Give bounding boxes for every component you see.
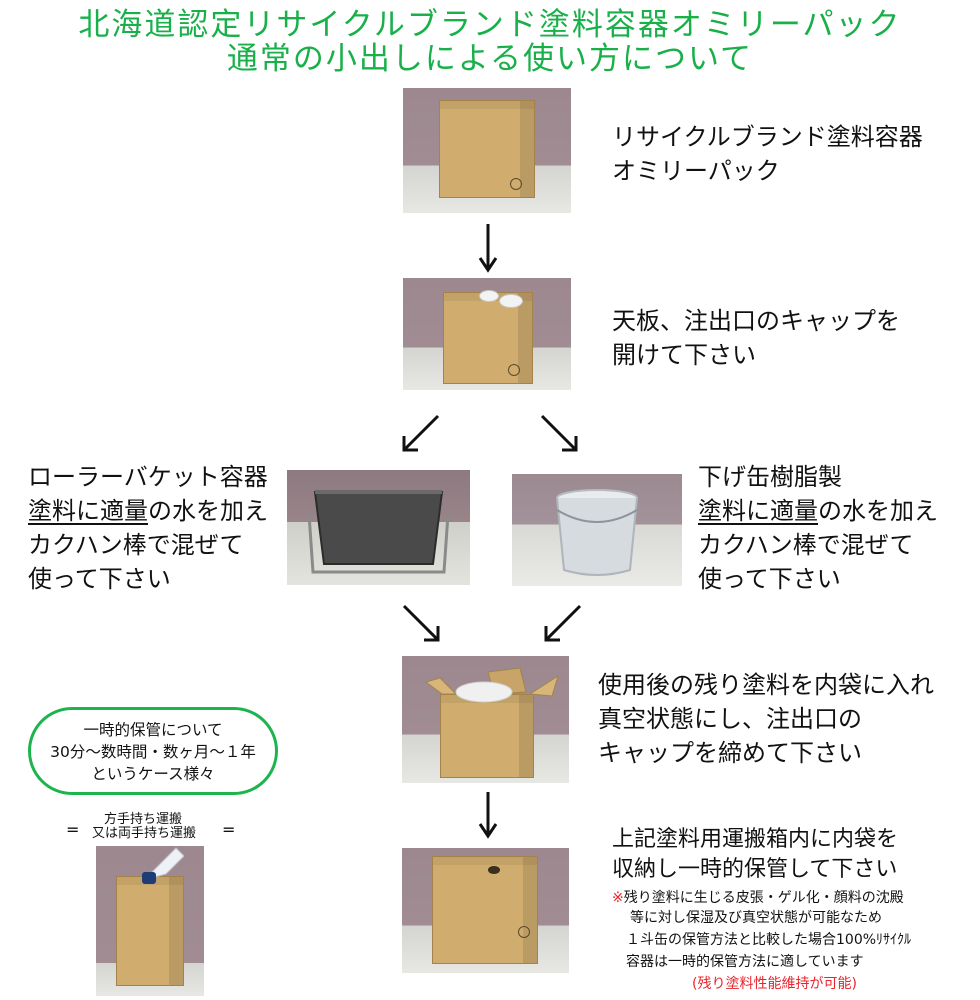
pail-line2: 塗料に適量の水を加え [698,494,938,528]
roller-bucket-line1: ローラーバケット容器 [28,463,268,491]
note-line3: １斗缶の保管方法と比較した場合100%ﾘｻｲｸﾙ [626,932,912,948]
note-line5: (残り塗料性能維持が可能) [692,976,857,992]
photo-closed-box [403,88,571,213]
step1-text-line1: リサイクルブランド塗料容器 [612,123,923,151]
note-line2: 等に対し保湿及び真空状態が可能なため [630,910,882,926]
title-line-2: 通常の小出しによる使い方について [226,41,754,77]
step1-text-line2: オミリーパック [612,157,780,185]
arrow-down-left-icon [544,604,582,642]
recycle-mark-icon [508,364,520,376]
step4-text-line2: 真空状態にし、注出口の [598,705,862,733]
storage-note-line2: 30分〜数時間・数ヶ月〜１年 [50,743,256,761]
storage-note-line3: というケース様々 [91,765,215,783]
text-ni: 適量 [100,497,148,525]
photo-storage-box [402,848,569,973]
step4-text-line1: 使用後の残り塗料を内袋に入れ [598,671,934,699]
arrow-down-icon [478,792,498,839]
photo-open-box-bag [402,656,569,783]
paint-underlined: 塗料に [698,497,770,525]
carry-equals-left: = [66,820,80,839]
carry-caption-line2: 又は両手持ち運搬 [92,826,197,841]
step5-text-line2: 収納し一時的保管して下さい [612,857,898,882]
paint-underlined: 塗料に [28,497,100,525]
pail-image [556,489,638,576]
cap-icon [479,290,499,302]
recycle-mark-icon [518,926,530,938]
step2-text-line2: 開けて下さい [612,341,756,369]
text-water: の水を加え [818,497,938,525]
cap-icon [499,294,523,308]
photo-box-caps-open [403,278,571,390]
roller-bucket-line3: カクハン棒で混ぜて [28,531,244,559]
recycle-mark-icon [510,178,522,190]
step2-text-line1: 天板、注出口のキャップを [612,307,900,335]
box-flaps [424,667,559,703]
photo-carrying-box [96,846,204,996]
step4-text-line3: キャップを締めて下さい [598,739,862,767]
photo-pail [512,474,682,586]
cardboard-box [440,694,534,778]
arrow-down-right-icon [540,414,578,452]
pail-line3: カクハン棒で混ぜて [698,531,914,559]
note-line1-text: 残り塗料に生じる皮張・ゲル化・顔料の沈殿 [623,890,904,906]
text-water: の水を加え [148,497,268,525]
storage-note-bubble: 一時的保管について 30分〜数時間・数ヶ月〜１年 というケース様々 [28,707,278,795]
roller-bucket-line2: 塗料に適量の水を加え [28,494,268,528]
storage-note-line1: 一時的保管について [83,721,223,739]
hand-icon [142,847,184,884]
arrow-down-left-icon [402,414,440,452]
roller-bucket-line4: 使って下さい [28,565,171,593]
pail-line4: 使って下さい [698,565,841,593]
note-line1: ※残り塗料に生じる皮張・ゲル化・顔料の沈殿 [612,888,904,908]
text-ni: 適量 [770,497,818,525]
cardboard-box [439,100,535,198]
photo-roller-bucket [287,470,470,585]
arrow-down-right-icon [402,604,440,642]
note-asterisk: ※ [612,890,624,906]
cardboard-box [116,876,184,986]
note-line4: 容器は一時的保管方法に適しています [626,954,864,970]
title-line-1: 北海道認定リサイクルブランド塗料容器オミリーパック [78,7,902,43]
pail-line1: 下げ缶樹脂製 [698,463,842,491]
carry-equals-right: = [222,820,236,839]
arrow-down-icon [478,224,498,273]
box-hole [488,866,500,874]
step5-text-line1: 上記塗料用運搬箱内に内袋を [612,827,899,852]
roller-bucket-image [307,490,450,574]
cardboard-box [432,856,538,964]
carry-caption-line1: 方手持ち運搬 [104,812,183,827]
